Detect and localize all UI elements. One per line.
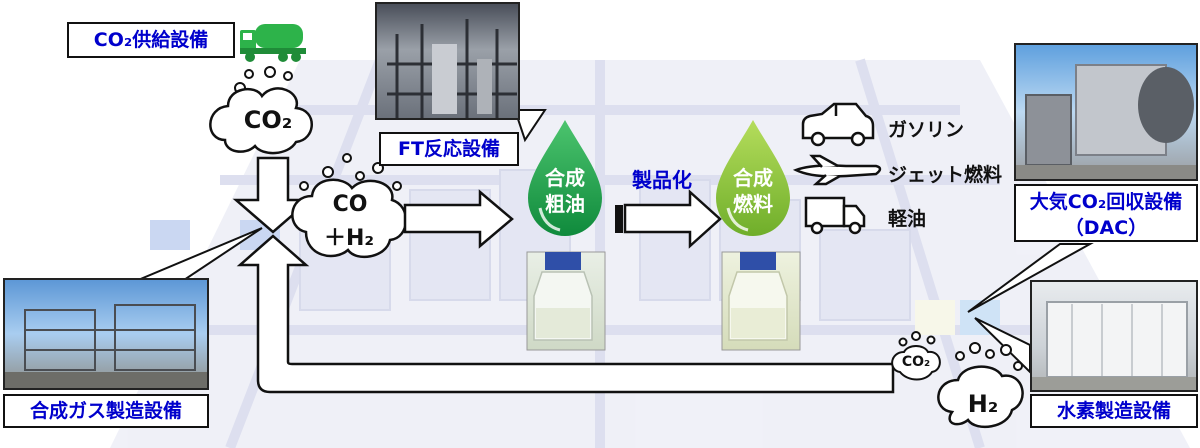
co2-small-bubbles xyxy=(898,331,936,347)
h2-cloud xyxy=(937,365,1024,428)
h2-bubbles xyxy=(955,342,1023,371)
product-label-gasoline: ガソリン xyxy=(888,119,965,141)
co2-supply-label: CO₂供給設備 xyxy=(67,22,235,58)
dac-label-line2: （DAC） xyxy=(1064,217,1148,239)
crude-oil-drop xyxy=(528,120,602,236)
dac-photo xyxy=(1014,43,1198,181)
car-icon xyxy=(801,102,875,147)
co2-top-text: CO₂ xyxy=(243,106,293,134)
co2-small-text: CO₂ xyxy=(901,354,931,370)
right-arrow-to-crude xyxy=(403,189,514,249)
co-h2-cloud xyxy=(291,178,408,259)
synthetic-fuel-bottle-photo xyxy=(721,251,801,351)
co-text: CO xyxy=(332,192,368,217)
crude-drop-line2: 粗油 xyxy=(545,192,585,216)
syngas-plant-photo xyxy=(3,278,209,390)
refining-label: 製品化 xyxy=(632,168,692,192)
h2-plus-text: ＋H₂ xyxy=(323,226,375,251)
fuel-drop-line1: 合成 xyxy=(733,166,773,190)
ft-reaction-label: FT反応設備 xyxy=(379,132,519,166)
fuel-drop-line2: 燃料 xyxy=(733,192,773,216)
hydrogen-plant-label: 水素製造設備 xyxy=(1030,394,1198,428)
syngas-plant-label: 合成ガス製造設備 xyxy=(3,394,209,428)
dac-label: 大気CO₂回収設備 （DAC） xyxy=(1014,184,1198,242)
crude-drop-line1: 合成 xyxy=(545,166,585,190)
h2-text: H₂ xyxy=(967,390,999,418)
co2-small-cloud xyxy=(891,345,941,381)
tanker-truck-icon xyxy=(240,24,306,62)
refining-arrow xyxy=(615,189,722,249)
truck-icon xyxy=(804,196,866,235)
dac-label-line1: 大気CO₂回収設備 xyxy=(1029,191,1183,213)
ft-reaction-photo xyxy=(375,2,520,120)
co2-cloud xyxy=(209,87,313,155)
hydrogen-plant-photo xyxy=(1030,280,1198,392)
product-label-jet-fuel: ジェット燃料 xyxy=(888,164,1003,186)
product-label-diesel: 軽油 xyxy=(888,208,927,230)
return-loop-arrow xyxy=(236,234,895,394)
synthetic-fuel-drop xyxy=(716,120,790,236)
airplane-icon xyxy=(792,154,882,186)
crude-oil-bottle-photo xyxy=(526,251,606,351)
